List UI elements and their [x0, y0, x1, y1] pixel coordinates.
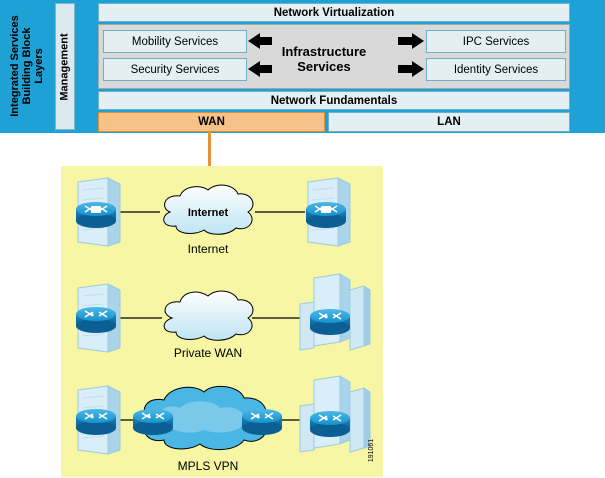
security-services-label: Security Services	[130, 63, 220, 76]
service-arrows	[248, 33, 424, 77]
arrow-right-icon	[398, 61, 424, 77]
internet-label: Internet	[187, 242, 229, 256]
vpn-router-icon	[305, 201, 347, 229]
arrow-right-icon	[398, 33, 424, 49]
router-icon	[309, 308, 351, 336]
figure-number-text: 191061	[368, 438, 376, 462]
pe-router-icon	[132, 408, 174, 436]
wan-label: WAN	[198, 116, 225, 128]
network-virtualization-label: Network Virtualization	[273, 6, 395, 19]
private-wan-label: Private WAN	[173, 346, 243, 360]
wan-block: WAN	[98, 112, 325, 132]
figure-number: 191061	[362, 430, 382, 470]
identity-services-box: Identity Services	[426, 58, 566, 81]
lan-block: LAN	[328, 112, 570, 132]
ipc-services-label: IPC Services	[462, 35, 530, 48]
arrow-left-icon	[248, 61, 272, 77]
management-layer: Management	[55, 3, 75, 130]
identity-services-label: Identity Services	[453, 63, 539, 76]
infrastructure-services-label: Infrastructure Services	[281, 44, 367, 74]
security-services-box: Security Services	[103, 58, 247, 81]
router-icon	[75, 408, 117, 436]
mobility-services-label: Mobility Services	[131, 35, 219, 48]
internet-cloud-icon	[163, 184, 254, 235]
arrow-left-icon	[248, 33, 272, 49]
network-fundamentals-layer: Network Fundamentals	[98, 91, 570, 110]
router-icon	[309, 410, 351, 438]
mpls-vpn-label: MPLS VPN	[177, 459, 239, 473]
internet-cloud-label: Internet	[187, 207, 229, 219]
mobility-services-box: Mobility Services	[103, 30, 247, 53]
network-virtualization-layer: Network Virtualization	[98, 3, 570, 22]
router-icon	[75, 306, 117, 334]
infrastructure-services: Infrastructure Services	[262, 42, 386, 76]
vpn-router-icon	[75, 201, 117, 229]
ipc-services-box: IPC Services	[426, 30, 566, 53]
pe-router-icon	[241, 408, 283, 436]
private-wan-cloud-icon	[163, 290, 254, 341]
lan-label: LAN	[437, 116, 461, 128]
wan-connector-line	[208, 132, 211, 166]
network-fundamentals-label: Network Fundamentals	[270, 94, 398, 107]
